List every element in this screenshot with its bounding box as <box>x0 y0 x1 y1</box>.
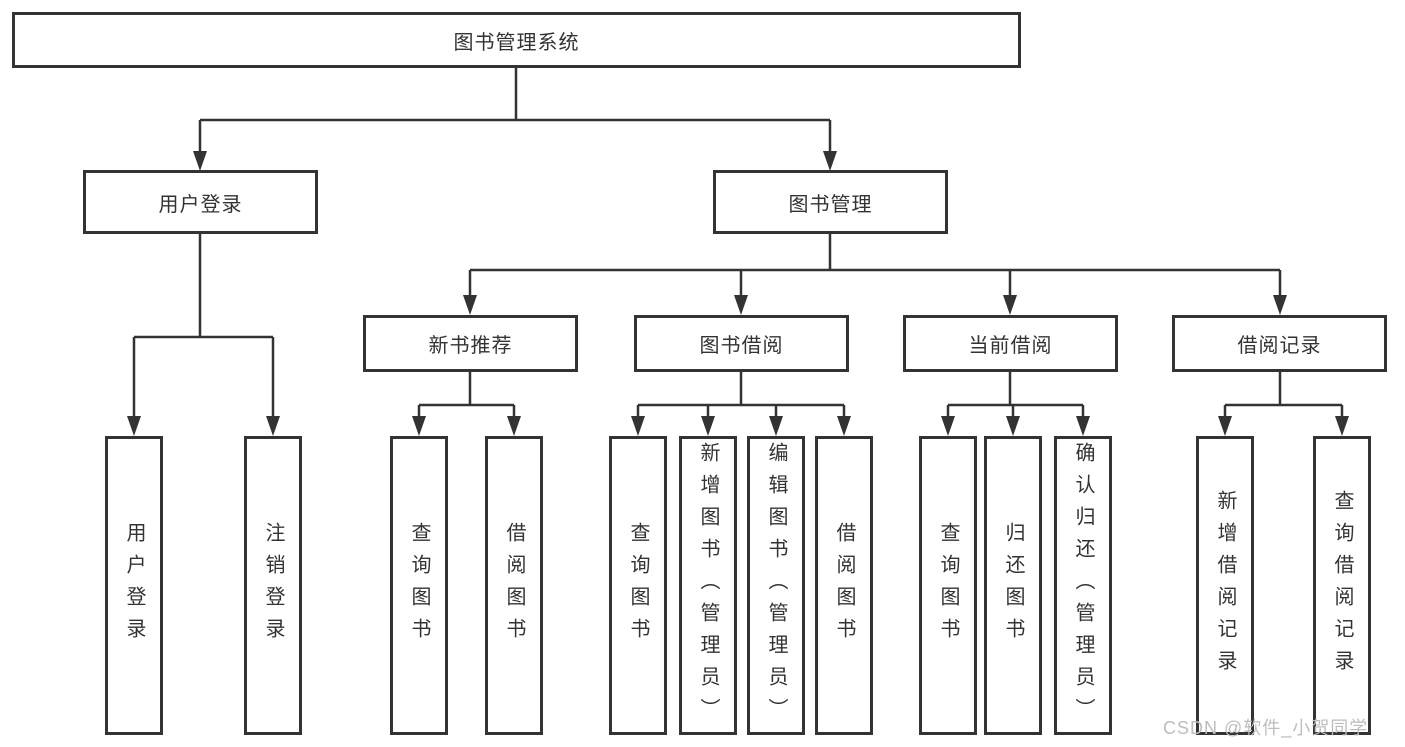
leaf-label: 新增借阅记录 <box>1214 489 1236 682</box>
node-current-borrowing: 当前借阅 <box>903 315 1118 372</box>
leaf-add-book-admin: 新增图书（管理员） <box>679 436 737 735</box>
leaf-return-book: 归还图书 <box>984 436 1042 735</box>
node-root-system: 图书管理系统 <box>12 12 1021 68</box>
leaf-query-books-borrowing: 查询图书 <box>609 436 667 735</box>
leaf-label: 归还图书 <box>1002 521 1024 650</box>
leaf-label: 查询图书 <box>408 521 430 650</box>
leaf-add-borrow-record: 新增借阅记录 <box>1196 436 1254 735</box>
leaf-logout: 注销登录 <box>244 436 302 735</box>
leaf-query-borrow-record: 查询借阅记录 <box>1313 436 1371 735</box>
leaf-label: 注销登录 <box>262 521 284 650</box>
arrowhead-icons <box>127 151 1349 436</box>
leaf-user-login: 用户登录 <box>105 436 163 735</box>
leaf-edit-book-admin: 编辑图书（管理员） <box>747 436 805 735</box>
leaf-label: 查询图书 <box>627 521 649 650</box>
leaf-label: 用户登录 <box>123 521 145 650</box>
node-borrowing-records: 借阅记录 <box>1172 315 1387 372</box>
leaf-label: 编辑图书（管理员） <box>765 441 787 730</box>
leaf-query-books-current: 查询图书 <box>919 436 977 735</box>
leaf-label: 查询借阅记录 <box>1331 489 1353 682</box>
leaf-confirm-return-admin: 确认归还（管理员） <box>1054 436 1112 735</box>
leaf-label: 借阅图书 <box>503 521 525 650</box>
node-user-login-branch: 用户登录 <box>83 170 318 234</box>
leaf-query-books-newbook: 查询图书 <box>390 436 448 735</box>
node-new-book-recommendation: 新书推荐 <box>363 315 578 372</box>
leaf-borrow-books-newbook: 借阅图书 <box>485 436 543 735</box>
node-book-borrowing: 图书借阅 <box>634 315 849 372</box>
leaf-borrow-books-borrowing: 借阅图书 <box>815 436 873 735</box>
leaf-label: 确认归还（管理员） <box>1072 441 1094 730</box>
leaf-label: 新增图书（管理员） <box>697 441 719 730</box>
node-book-management-branch: 图书管理 <box>713 170 948 234</box>
leaf-label: 借阅图书 <box>833 521 855 650</box>
leaf-label: 查询图书 <box>937 521 959 650</box>
